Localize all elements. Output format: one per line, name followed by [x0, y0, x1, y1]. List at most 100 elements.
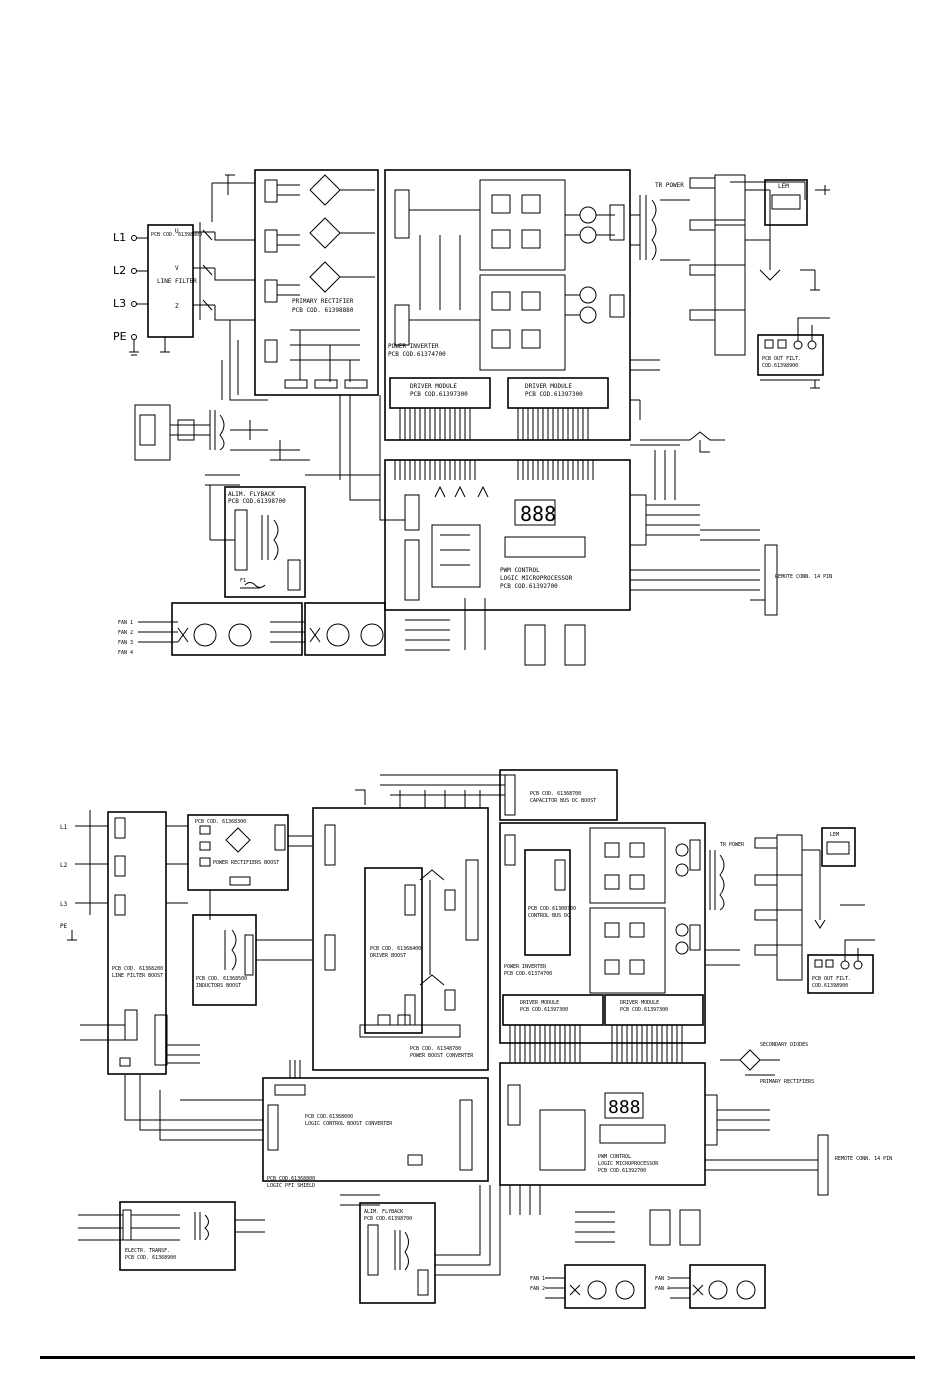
logic-control-boost-board: PCB COD.61368600 LOGIC CONTROL BOOST CON… [124, 1060, 489, 1189]
capacitor-bus-board: PCB COD. 61368700 CAPACITOR BUS DC BOOST [355, 769, 618, 821]
seven-segment-display: 888 [520, 502, 556, 526]
driver-module-1: DRIVER MODULE PCB COD.61397300 [389, 377, 491, 409]
main-switch [199, 222, 255, 321]
tr-power-label: TR POWER [655, 182, 684, 189]
terminal-icon [131, 268, 137, 274]
flyback-board: ALIM. FLYBACK PCB COD.61398700 F1 [205, 474, 405, 598]
inductors-boost-name: INDUCTORS BOOST [196, 983, 241, 989]
out-filter-name: PCB OUT FILT. [762, 356, 801, 362]
driver-boost-board: PCB COD. 61368400 DRIVER BOOST [364, 867, 423, 1034]
inductors-boost-code: PCB COD. 61368500 [196, 976, 247, 982]
primary-rectifier-code: PCB COD. 61398880 [292, 307, 354, 314]
power-inverter-name: POWER INVERTER [388, 343, 439, 350]
line-filter-name: LINE FILTER [157, 278, 197, 285]
input-pe-label-2: PE [60, 923, 68, 930]
power-inverter-code-2: PCB COD.61374700 [504, 971, 552, 977]
pwm-control-subtitle-2: LOGIC MICROPROCESSOR [598, 1161, 659, 1167]
flyback-code: PCB COD.61398700 [228, 498, 286, 505]
primary-rectifiers-label: PRIMARY RECTIFIERS [760, 1079, 814, 1085]
power-boost-converter-board: PCB COD. 61348700 POWER BOOST CONVERTER [312, 790, 489, 1071]
terminal-v-label: V [175, 265, 179, 272]
diagram-bottom: L1 L2 L3 PE PCB COD. 61368200 LINE FILTE… [60, 769, 892, 1309]
remote-connector-label: REMOTE CONN. 14 PIN [775, 574, 832, 580]
line-filter-boost-name: LINE FILTER BOOST [112, 973, 163, 979]
driver-module-1-name: DRIVER MODULE [410, 383, 457, 390]
flyback-name: ALIM. FLYBACK [228, 491, 275, 498]
control-bus-board: PCB COD.61308700 CONTROL BUS DC [524, 849, 576, 956]
fan-2-label-2: FAN 2 [530, 1286, 545, 1292]
logic-boost-code: PCB COD.61368600 [305, 1114, 353, 1120]
tr-power-section: TR POWER [630, 174, 830, 356]
input-l3-label: L3 [113, 297, 126, 310]
pwm-control-subtitle: LOGIC MICROPROCESSOR [500, 575, 573, 582]
driver-module-3-name: DRIVER MODULE [520, 1000, 559, 1006]
seven-segment-display-2: 888 [608, 1097, 641, 1118]
fan-3-label-2: FAN 3 [655, 1276, 670, 1282]
pwm-control-title-2: PWM CONTROL [598, 1154, 631, 1160]
input-l1-label-2: L1 [60, 824, 68, 831]
terminal-z-label: Z [175, 303, 179, 310]
output-filter-board-2: PCB OUT FILT. COD.61398900 [807, 939, 875, 994]
terminal-u-label: U [175, 228, 179, 235]
fuse-label: F1 [240, 578, 246, 584]
driver-module-3: DRIVER MODULE PCB COD.61397300 [502, 994, 604, 1026]
inductors-boost-board: PCB COD. 61368500 INDUCTORS BOOST [192, 914, 312, 1006]
display-frame-2 [604, 1092, 644, 1119]
electr-transf-name: ELECTR. TRANSF. [125, 1248, 170, 1254]
terminal-icon [131, 301, 137, 307]
driver-module-1-code: PCB COD.61397300 [410, 391, 468, 398]
power-inverter-name-2: POWER INVERTER [504, 964, 547, 970]
mains-input: L1 L2 L3 PE [113, 231, 148, 356]
driver-module-4: DRIVER MODULE PCB COD.61397300 [604, 994, 704, 1026]
pwm-control-code-2: PCB COD.61392700 [598, 1168, 646, 1174]
transformer-block [134, 404, 310, 461]
power-rectifiers-boost-code: PCB COD. 61368300 [195, 819, 246, 825]
terminal-icon [131, 334, 137, 340]
pwm-control-title: PWM CONTROL [500, 567, 540, 574]
power-inverter-code: PCB COD.61374700 [388, 351, 446, 358]
input-l1-label: L1 [113, 231, 126, 244]
remote-connector-label-2: REMOTE CONN. 14 PIN [835, 1156, 892, 1162]
tr-power-label-2: TR POWER [720, 842, 745, 848]
electr-transf-code: PCB COD. 61368900 [125, 1255, 176, 1261]
primary-rectifier-name: PRIMARY RECTIFIER [292, 298, 354, 305]
line-filter-boost-code: PCB COD. 61368200 [112, 966, 163, 972]
fan-3-label: FAN 3 [118, 640, 133, 646]
control-bus-name: CONTROL BUS DC [528, 913, 570, 919]
input-pe-label: PE [113, 330, 127, 343]
driver-module-4-name: DRIVER MODULE [620, 1000, 659, 1006]
input-l2-label: L2 [113, 264, 126, 277]
line-filter-code: PCB COD. 61398800 [151, 232, 202, 238]
secondary-diodes-label: SECONDARY DIODES [760, 1042, 808, 1048]
flyback-code-2: PCB COD.61398700 [364, 1216, 412, 1222]
fan-4-label: FAN 4 [118, 650, 133, 656]
driver-module-3-code: PCB COD.61397300 [520, 1007, 568, 1013]
primary-rectifier-board: PRIMARY RECTIFIER PCB COD. 61398880 [254, 169, 379, 396]
logic-pfi-name: LOGIC PFI SHIELD [267, 1183, 315, 1189]
lem-label: LEM [778, 183, 789, 190]
fan-1-label: FAN 1 [118, 620, 133, 626]
mains-input-2: L1 L2 L3 PE [60, 810, 108, 941]
fan-4-label-2: FAN 4 [655, 1286, 670, 1292]
ribbon-cables [394, 408, 594, 480]
capacitor-bus-name: CAPACITOR BUS DC BOOST [530, 798, 596, 804]
power-rectifiers-boost-name: POWER RECTIFIERS BOOST [213, 860, 279, 866]
terminal-icon [131, 235, 137, 241]
input-l2-label-2: L2 [60, 862, 68, 869]
logic-boost-name: LOGIC CONTROL BOOST CONVERTER [305, 1121, 393, 1127]
driver-module-2-code: PCB COD.61397300 [525, 391, 583, 398]
fan-group-top: FAN 1 FAN 2 FAN 3 FAN 4 [118, 598, 586, 666]
lem-label-2: LEM [830, 832, 839, 838]
page-footer-rule [40, 1356, 915, 1359]
power-boost-converter-code: PCB COD. 61348700 [410, 1046, 461, 1052]
driver-boost-code: PCB COD. 61368400 [370, 946, 421, 952]
capacitor-bus-code: PCB COD. 61368700 [530, 791, 581, 797]
driver-boost-name: DRIVER BOOST [370, 953, 406, 959]
driver-module-2: DRIVER MODULE PCB COD.61397300 [507, 377, 609, 409]
power-boost-converter-name: POWER BOOST CONVERTER [410, 1053, 474, 1059]
line-filter-board: PCB COD. 61398800 LINE FILTER U V Z [147, 224, 215, 353]
electr-transf-board: ELECTR. TRANSF. PCB COD. 61368900 [78, 1201, 265, 1271]
pwm-control-code: PCB COD.61392700 [500, 583, 558, 590]
fan-group-bottom: FAN 1 FAN 2 FAN 3 FAN 4 [530, 1209, 766, 1309]
display-frame [514, 499, 556, 526]
